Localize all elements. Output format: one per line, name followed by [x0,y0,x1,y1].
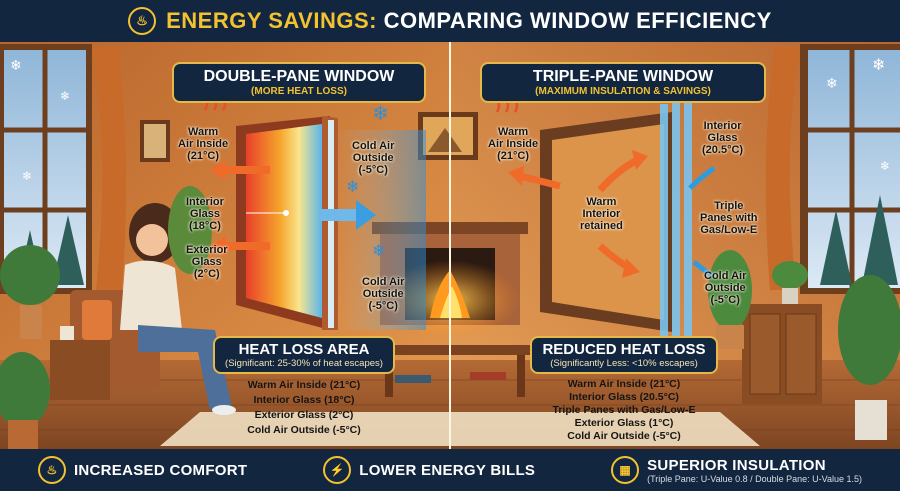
svg-text:❄: ❄ [346,177,359,196]
label-line: Cold Air [352,140,395,152]
label-interior-glass-left: Interior Glass (18°C) [186,196,224,232]
reduced-heat-loss-list: Warm Air Inside (21°C) Interior Glass (2… [524,378,724,443]
label-line: Interior [703,120,742,132]
triple-pane-heading: TRIPLE-PANE WINDOW [532,68,714,85]
svg-text:❄: ❄ [60,89,70,103]
label-line: (20.5°C) [702,144,744,156]
feature-comfort: ♨ INCREASED COMFORT [37,456,248,484]
double-pane-subtitle: (MORE HEAT LOSS) [251,86,347,97]
heat-loss-subtitle: (Significant: 25-30% of heat escapes) [225,358,383,369]
heat-loss-info: HEAT LOSS AREA (Significant: 25-30% of h… [208,336,400,438]
label-cold-air-top-left: Cold Air Outside (-5°C) [352,140,394,176]
svg-text:❄: ❄ [372,101,389,125]
label-line: Air Inside [488,138,539,150]
list-item: Cold Air Outside (-5°C) [567,430,681,442]
svg-text:❄: ❄ [880,159,890,173]
triple-pane-title: TRIPLE-PANE WINDOW (MAXIMUM INSULATION &… [480,62,766,103]
list-item: Cold Air Outside (-5°C) [247,424,361,436]
feature-label: LOWER ENERGY BILLS [359,461,536,479]
label-warm-interior-retained: Warm Interior retained [580,196,623,232]
page-title: ENERGY SAVINGS: COMPARING WINDOW EFFICIE… [166,8,772,34]
label-line: Glass [189,208,220,220]
list-item: Triple Panes with Gas/Low-E [552,404,696,416]
svg-text:❄: ❄ [10,58,22,74]
list-item: Warm Air Inside (21°C) [567,378,681,390]
label-line: Triple [714,200,744,212]
feature-label: SUPERIOR INSULATION [647,456,826,474]
label-line: Outside [704,282,746,294]
label-line: Warm [497,126,529,138]
heat-loss-list: Warm Air Inside (21°C) Interior Glass (1… [208,378,400,438]
svg-text:❄: ❄ [872,55,885,74]
list-item: Interior Glass (18°C) [253,394,355,406]
label-line: (-5°C) [358,164,388,176]
title-accent: ENERGY SAVINGS: [166,8,377,33]
heater-icon: ♨ [37,456,66,484]
feature-note: (Triple Pane: U-Value 0.8 / Double Pane:… [647,473,863,484]
label-line: Panes with [700,212,758,224]
label-line: Cold Air [362,276,405,288]
label-warm-air-inside-right: Warm Air Inside (21°C) [488,126,538,162]
label-line: (21°C) [497,150,530,162]
label-interior-glass-right: Interior Glass (20.5°C) [702,120,743,156]
label-triple-panes: Triple Panes with Gas/Low-E [700,200,757,236]
label-line: Glass [191,256,222,268]
double-pane-title: DOUBLE-PANE WINDOW (MORE HEAT LOSS) [172,62,426,103]
feature-insulation: ▦ SUPERIOR INSULATION (Triple Pane: U-Va… [611,456,862,484]
label-cold-air-bottom-left: Cold Air Outside (-5°C) [362,276,404,312]
list-item: Warm Air Inside (21°C) [247,379,361,391]
insulation-icon: ▦ [611,456,640,484]
label-line: Cold Air [704,270,747,282]
label-line: (21°C) [187,150,220,162]
label-cold-air-right: Cold Air Outside (-5°C) [704,270,746,306]
label-line: Outside [352,152,394,164]
reduced-heat-loss-title: REDUCED HEAT LOSS [542,341,706,358]
feature-label: INCREASED COMFORT [73,461,248,479]
heater-icon: ♨ [128,7,157,35]
triple-pane-subtitle: (MAXIMUM INSULATION & SAVINGS) [535,86,711,97]
label-warm-air-inside-left: Warm Air Inside (21°C) [178,126,228,162]
reduced-heat-loss-subtitle: (Significantly Less: <10% escapes) [550,358,698,369]
footer: ♨ INCREASED COMFORT ⚡ LOWER ENERGY BILLS… [0,449,900,491]
svg-text:❄: ❄ [826,76,838,92]
label-line: (-5°C) [710,294,740,306]
heat-loss-title: HEAT LOSS AREA [238,341,370,358]
title-rest: COMPARING WINDOW EFFICIENCY [376,8,772,33]
label-exterior-glass-left: Exterior Glass (2°C) [186,244,228,280]
label-line: Warm [586,196,617,208]
label-line: Warm [187,126,219,138]
header: ♨ ENERGY SAVINGS: COMPARING WINDOW EFFIC… [0,0,900,42]
label-line: Gas/Low-E [700,224,758,236]
svg-text:❄: ❄ [22,169,32,183]
label-line: (18°C) [189,220,221,232]
reduced-heat-loss-header: REDUCED HEAT LOSS (Significantly Less: <… [530,336,718,374]
svg-text:❄: ❄ [372,241,385,260]
double-pane-heading: DOUBLE-PANE WINDOW [203,68,395,85]
list-item: Interior Glass (20.5°C) [569,391,679,403]
list-item: Exterior Glass (2°C) [254,409,354,421]
label-line: Exterior [186,244,228,256]
reduced-heat-loss-info: REDUCED HEAT LOSS (Significantly Less: <… [524,336,724,443]
label-line: Glass [707,132,738,144]
list-item: Exterior Glass (1°C) [574,417,674,429]
label-line: retained [580,220,623,232]
label-line: Interior [582,208,621,220]
lightning-icon: ⚡ [323,456,352,484]
feature-energy-bills: ⚡ LOWER ENERGY BILLS [323,456,535,484]
heat-loss-header: HEAT LOSS AREA (Significant: 25-30% of h… [213,336,395,374]
label-line: (-5°C) [368,300,398,312]
label-line: Interior [186,196,224,208]
label-line: (2°C) [193,268,220,280]
label-line: Air Inside [178,138,229,150]
label-line: Outside [362,288,404,300]
